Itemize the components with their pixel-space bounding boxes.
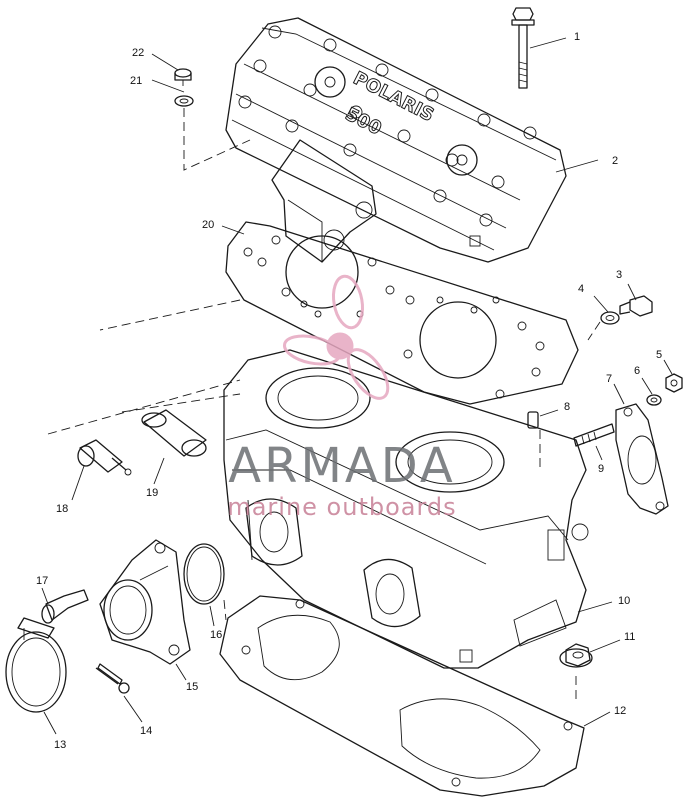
callout-4: 4	[578, 283, 584, 295]
callout-19: 19	[146, 487, 158, 499]
callout-13: 13	[54, 739, 66, 751]
cylinder-head-gasket	[225, 221, 579, 405]
sensor-plug	[619, 295, 653, 317]
head-bolt	[511, 7, 535, 89]
callout-17: 17	[36, 575, 48, 587]
callout-18: 18	[56, 503, 68, 515]
callout-14: 14	[140, 725, 152, 737]
flange-nut	[559, 643, 593, 668]
watermark-tagline: marine outboards	[227, 493, 456, 521]
hose-clamp	[5, 617, 67, 713]
cylinder-head-cover	[225, 17, 567, 263]
callout-3: 3	[616, 269, 622, 281]
callout-12: 12	[614, 705, 626, 717]
exhaust-stud	[573, 423, 615, 447]
callout-10: 10	[618, 595, 630, 607]
watermark: ARMADA marine outboards	[227, 274, 456, 521]
callout-11: 11	[624, 631, 635, 643]
dowel-pin	[527, 411, 539, 429]
cylinder-base-gasket	[219, 595, 585, 797]
dome-screw	[174, 68, 192, 86]
watermark-brand: ARMADA	[228, 438, 455, 494]
flat-washer	[600, 311, 620, 325]
callout-22: 22	[132, 47, 144, 59]
emboss-500: 500	[342, 104, 385, 140]
armada-propeller-logo	[282, 274, 390, 400]
flange-screw	[95, 663, 130, 694]
callout-8: 8	[564, 401, 570, 413]
callout-6: 6	[634, 365, 640, 377]
exhaust-flange-gasket	[615, 403, 669, 515]
callout-labels: 1 2 3 4 5 6 7 8 9 10 11 12 13 14 15 16 1…	[36, 31, 662, 751]
callout-20: 20	[202, 219, 214, 231]
sealing-washer	[174, 95, 194, 107]
temperature-sensor	[77, 439, 132, 476]
callout-21: 21	[130, 75, 142, 87]
thermostat-sleeve	[141, 409, 207, 457]
cylinder-block	[223, 349, 589, 669]
callout-7: 7	[606, 373, 612, 385]
callout-16: 16	[210, 629, 222, 641]
callout-2: 2	[612, 155, 618, 167]
water-inlet-elbow	[99, 539, 191, 665]
callout-5: 5	[656, 349, 662, 361]
o-ring	[183, 543, 225, 605]
callout-1: 1	[574, 31, 580, 43]
water-outlet-fitting	[271, 139, 377, 263]
hex-nut	[665, 373, 683, 393]
callout-15: 15	[186, 681, 198, 693]
leader-lines	[41, 37, 673, 735]
lock-washer	[646, 394, 662, 406]
bleed-fitting	[41, 589, 89, 624]
callout-9: 9	[598, 463, 604, 475]
